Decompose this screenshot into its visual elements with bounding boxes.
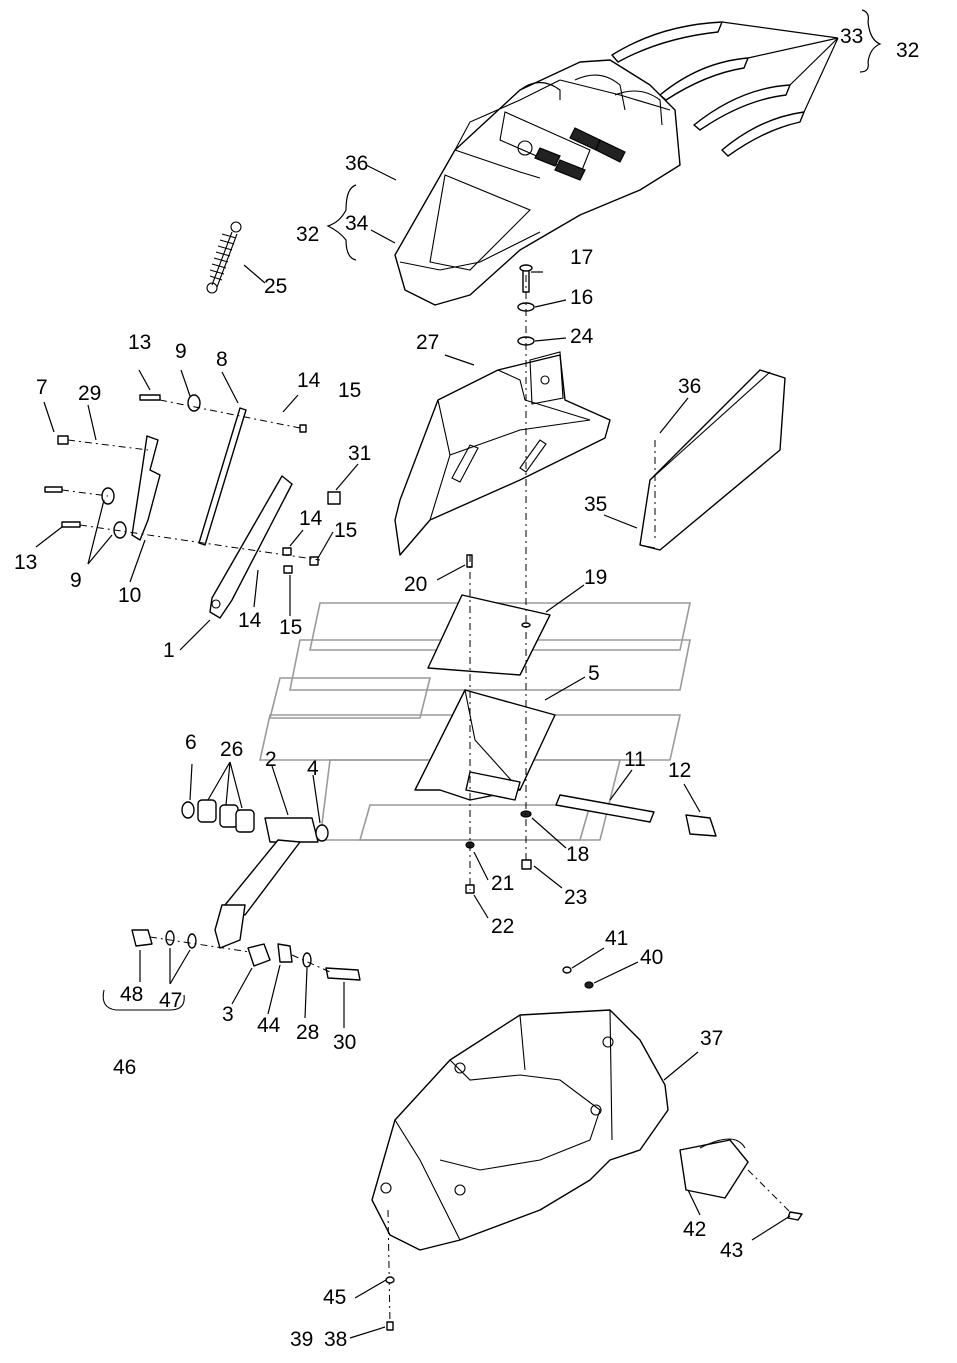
callout-22: 22 [491, 915, 515, 938]
parts-19-20-5-plates [414, 554, 556, 801]
callout-41: 41 [605, 927, 629, 950]
callout-40: 40 [640, 946, 664, 969]
callout-33: 33 [840, 25, 864, 48]
callout-2: 2 [265, 748, 277, 771]
part-25-spring [206, 221, 242, 294]
part-37-lower-housing [371, 1009, 669, 1251]
callout-7: 7 [36, 376, 48, 399]
callout-6: 6 [185, 731, 197, 754]
callout-44: 44 [257, 1014, 281, 1037]
parts-11-12-pin-knob [555, 794, 717, 837]
callout-14-top: 14 [297, 369, 321, 392]
callout-48: 48 [120, 983, 144, 1006]
callout-29: 29 [78, 382, 102, 405]
callout-34: 34 [345, 212, 369, 235]
callout-39: 39 [290, 1328, 314, 1351]
callout-23: 23 [564, 886, 588, 909]
parts-6-26-2-4-shaft [181, 799, 329, 949]
callout-36-top: 36 [345, 152, 369, 175]
part-42-clip-bracket [679, 1138, 803, 1221]
lower-hardware-parts [102, 929, 361, 1011]
callout-35: 35 [584, 493, 608, 516]
callout-27: 27 [416, 331, 440, 354]
callout-9-top: 9 [175, 340, 187, 363]
callout-31: 31 [348, 442, 372, 465]
leader-lines [35, 9, 882, 1339]
callout-18: 18 [566, 843, 590, 866]
callout-36-right: 36 [678, 375, 702, 398]
callout-4: 4 [307, 757, 319, 780]
callout-19: 19 [584, 566, 608, 589]
callout-30: 30 [333, 1031, 357, 1054]
callout-25: 25 [264, 275, 288, 298]
callout-43: 43 [720, 1239, 744, 1262]
callout-21: 21 [491, 872, 515, 895]
callout-15-low: 15 [279, 616, 303, 639]
callout-32-top: 32 [896, 39, 920, 62]
callout-3: 3 [222, 1003, 234, 1026]
callout-28: 28 [296, 1021, 320, 1044]
callout-45: 45 [323, 1286, 347, 1309]
callout-32-left: 32 [296, 223, 320, 246]
parts-18-21-22-23-nuts [465, 275, 656, 894]
callout-46: 46 [113, 1056, 137, 1079]
callout-12: 12 [668, 759, 692, 782]
callout-38: 38 [324, 1328, 348, 1351]
callout-42: 42 [683, 1218, 707, 1241]
callout-14-low: 14 [238, 609, 262, 632]
callout-24: 24 [570, 325, 594, 348]
part-34-console [394, 59, 681, 306]
part-35-cover [639, 369, 786, 551]
callout-20: 20 [404, 573, 428, 596]
callout-37: 37 [700, 1027, 724, 1050]
callout-16: 16 [570, 286, 594, 309]
parts-40-41-fasteners [562, 966, 594, 989]
part-27-bracket [394, 351, 611, 556]
callout-9-left: 9 [70, 569, 82, 592]
callout-1: 1 [163, 639, 175, 662]
callout-14-mid: 14 [299, 507, 323, 530]
callout-8: 8 [216, 348, 228, 371]
callout-11: 11 [624, 748, 646, 771]
callout-5: 5 [588, 662, 600, 685]
part-33-trim-strips [611, 21, 805, 157]
callout-10: 10 [118, 584, 142, 607]
callout-26: 26 [220, 738, 244, 761]
left-linkage-assembly [44, 394, 341, 619]
callout-15-top: 15 [338, 379, 362, 402]
callout-15-mid: 15 [334, 519, 358, 542]
callout-17: 17 [570, 246, 594, 269]
callout-13-top: 13 [128, 331, 152, 354]
callout-47: 47 [159, 989, 183, 1012]
callout-13-left: 13 [14, 551, 38, 574]
